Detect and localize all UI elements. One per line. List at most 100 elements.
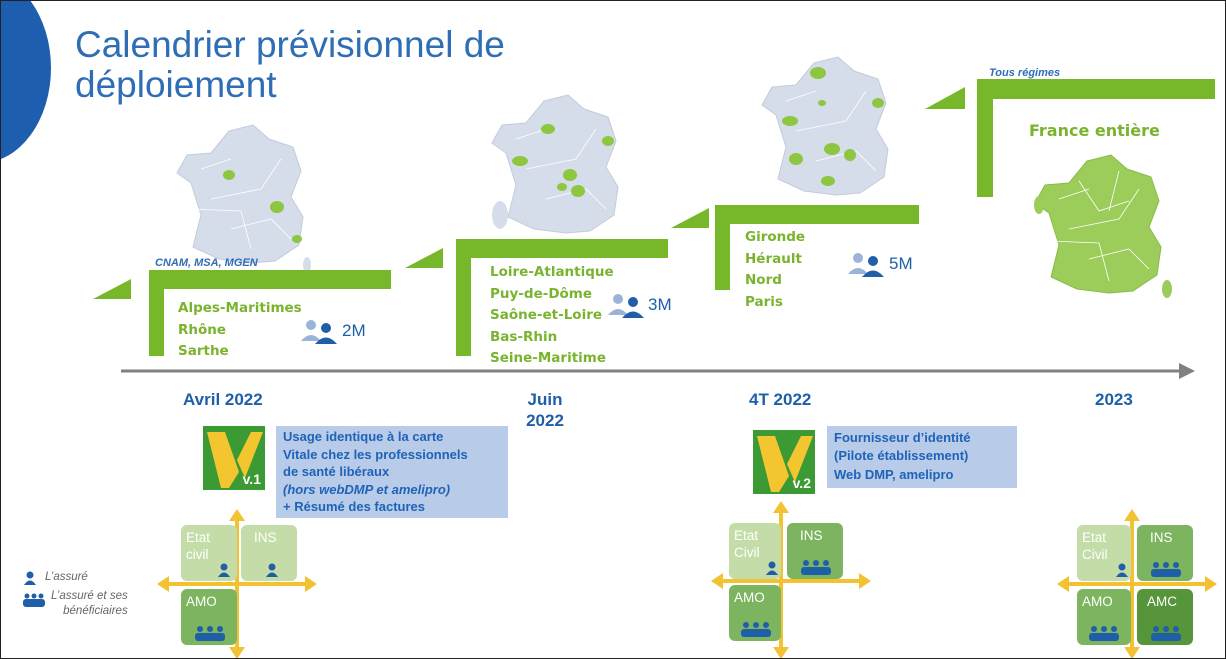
feature-line-italic: (hors webDMP et amelipro) <box>283 481 451 497</box>
region: Puy-de-Dôme <box>490 285 593 302</box>
tile-label: INS <box>254 530 277 545</box>
tile-label: AMO <box>1082 594 1113 609</box>
stage-3-regions: Gironde Hérault Nord Paris <box>745 227 805 313</box>
region: Alpes-Maritimes <box>178 300 302 316</box>
step-arrow-2 <box>405 248 443 268</box>
feature-line: Usage identique à la carte <box>283 429 444 444</box>
stage-2-count: 3M <box>648 295 672 314</box>
tile-label: AMO <box>734 590 765 605</box>
tile-amc: AMC <box>1137 589 1193 645</box>
tile-cluster-1: Etat civil INS AMO <box>157 509 317 658</box>
page-title: Calendrier prévisionnel de déploiement <box>75 25 505 105</box>
tile-label: Etat <box>1082 530 1107 545</box>
region: Hérault <box>745 250 802 267</box>
feature-box-2: Fournisseur d’identité (Pilote établisse… <box>827 426 1017 488</box>
step-bar-1-top <box>149 270 391 289</box>
stage-1-count: 2M <box>342 321 366 340</box>
date-label-4: 2023 <box>1095 390 1133 409</box>
people-icon <box>848 253 884 277</box>
date-label-3: 4T 2022 <box>749 390 812 409</box>
feature-line: Fournisseur d’identité <box>834 430 971 445</box>
title-line-1: Calendrier prévisionnel de <box>75 24 505 65</box>
person-icon <box>24 571 36 585</box>
person-icon <box>766 561 778 575</box>
people-icon <box>608 294 644 318</box>
group-icon <box>741 622 771 637</box>
vitale-badge-v1: v.1 <box>203 426 265 490</box>
legend-line: bénéficiaires <box>63 605 128 617</box>
stage-4-region: France entière <box>1029 121 1160 140</box>
legend-line: L’assuré et ses <box>51 590 128 602</box>
step-bar-2-side <box>456 239 471 356</box>
step-bar-2-top <box>456 239 668 258</box>
group-icon <box>801 560 831 575</box>
group-icon <box>195 626 225 641</box>
stage-1-tag: CNAM, MSA, MGEN <box>155 257 258 269</box>
region: Gironde <box>745 229 806 245</box>
tile-label: INS <box>1150 530 1173 545</box>
step-arrow-1 <box>93 279 131 299</box>
tile-label: AMC <box>1147 594 1177 609</box>
feature-line: Vitale chez les professionnels <box>283 446 468 462</box>
tile-cluster-2: Etat Civil INS AMO <box>711 501 871 658</box>
france-map-stage-3 <box>761 56 889 196</box>
stage-1-regions: Alpes-Maritimes Rhône Sarthe <box>178 298 302 363</box>
title-line-2: déploiement <box>75 64 277 105</box>
france-map-stage-1 <box>176 124 311 273</box>
version-label: v.1 <box>242 471 261 487</box>
vitale-v-logo <box>207 432 263 488</box>
cross-arrows <box>1057 509 1217 658</box>
legend-item-single: L’assuré <box>23 570 128 585</box>
feature-box-1: Usage identique à la carte Vitale chez l… <box>276 426 508 518</box>
region: Paris <box>745 293 783 310</box>
feature-line: + Résumé des factures <box>283 499 425 514</box>
timeline-arrow <box>121 363 1195 379</box>
corner-arc-decoration <box>1 1 51 163</box>
step-bar-3-side <box>715 205 730 290</box>
stage-4-tag: Tous régimes <box>989 67 1061 79</box>
region: Nord <box>745 272 782 288</box>
group-icon <box>1151 626 1181 641</box>
step-bar-4-top <box>977 79 1215 99</box>
group-icon <box>1151 562 1181 577</box>
tile-label: Etat <box>186 530 211 545</box>
step-arrow-3 <box>671 208 709 228</box>
cross-arrows <box>711 501 871 658</box>
tile-ins: INS <box>1137 525 1193 581</box>
feature-line: (Pilote établissement) <box>834 447 969 463</box>
france-map-stage-2 <box>491 94 619 234</box>
version-label: v.2 <box>792 475 811 491</box>
tile-etat-civil: Etat civil <box>181 525 237 581</box>
group-icon <box>1089 626 1119 641</box>
tile-cluster-3: Etat Civil INS AMO AMC <box>1057 509 1217 658</box>
date-label-2: Juin 2022 <box>526 390 564 430</box>
stage-3-count: 5M <box>889 254 913 273</box>
tile-amo: AMO <box>181 589 237 645</box>
legend: L’assuré L’assuré et ses bénéficiaires <box>23 570 128 619</box>
step-bar-1-side <box>149 270 164 356</box>
tile-ins: INS <box>241 525 297 581</box>
people-icon <box>301 320 337 344</box>
region: Seine-Maritime <box>490 350 607 366</box>
tile-label: INS <box>800 528 823 543</box>
vitale-v-logo <box>757 436 813 492</box>
step-bar-3-top <box>715 205 919 224</box>
person-icon <box>218 563 230 577</box>
person-icon <box>266 563 278 577</box>
region: Bas-Rhin <box>490 328 558 345</box>
tile-label: Civil <box>1082 547 1108 562</box>
region: Sarthe <box>178 343 229 359</box>
group-icon <box>23 593 45 607</box>
region: Loire-Atlantique <box>490 264 614 280</box>
legend-label: L’assuré et ses bénéficiaires <box>51 589 128 619</box>
tile-etat-civil: Etat Civil <box>1077 525 1131 581</box>
tile-label: AMO <box>186 594 217 609</box>
step-bar-4-side <box>977 79 993 197</box>
tile-label: Civil <box>734 545 760 560</box>
tile-ins: INS <box>787 523 843 579</box>
feature-line: Web DMP, amelipro <box>834 467 954 482</box>
cross-arrows <box>157 509 317 658</box>
vitale-badge-v2: v.2 <box>753 430 815 494</box>
france-map-full <box>1034 154 1172 298</box>
legend-item-group: L’assuré et ses bénéficiaires <box>23 589 128 619</box>
